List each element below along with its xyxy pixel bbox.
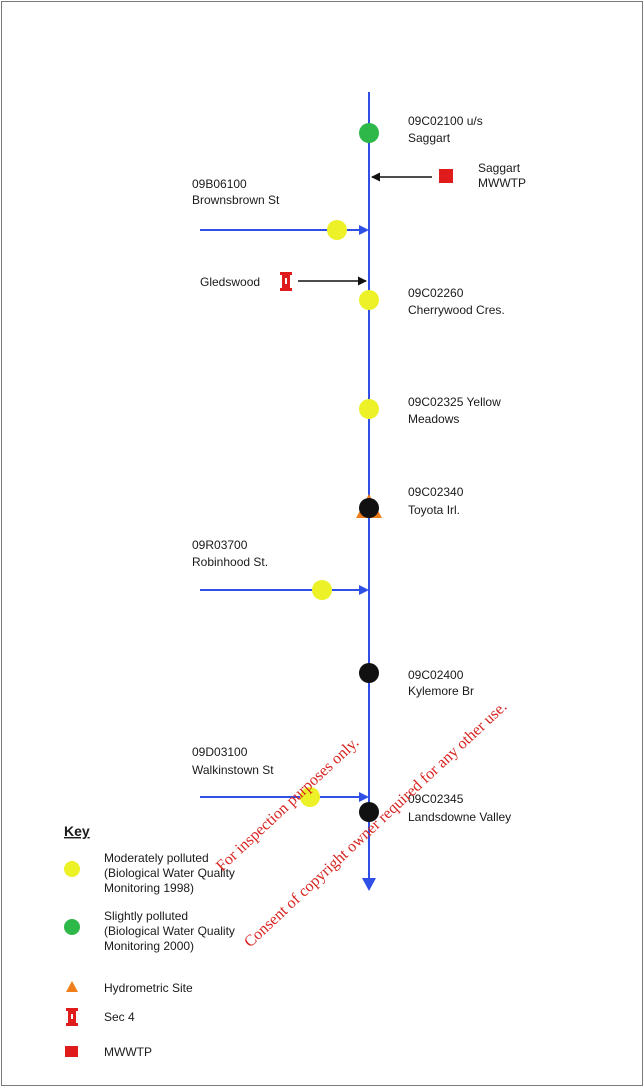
- tributary-name-brownsbrown: Brownsbrown St: [192, 193, 280, 207]
- tributary-marker-brownsbrown: [327, 220, 347, 240]
- key-yellow-circle-icon: [64, 861, 80, 877]
- discharge-label-saggart-line1: Saggart: [478, 161, 521, 175]
- station-marker-kylemore: [359, 663, 379, 683]
- key-sec4-icon: [66, 1008, 78, 1026]
- station-code-toyota: 09C02340: [408, 485, 464, 499]
- key-title: Key: [64, 823, 90, 839]
- key-label-mwwtp: MWWTP: [104, 1045, 152, 1059]
- station-marker-saggart: [359, 123, 379, 143]
- key-label-moderate-line3: Monitoring 1998): [104, 881, 194, 895]
- discharge-label-saggart-line2: MWWTP: [478, 176, 526, 190]
- station-code-cherrywood: 09C02260: [408, 286, 464, 300]
- station-code-kylemore: 09C02400: [408, 668, 464, 682]
- station-name-cherrywood: Cherrywood Cres.: [408, 303, 505, 317]
- river-flow-arrow-icon: [362, 878, 376, 891]
- station-code-yellow-meadows: 09C02325 Yellow: [408, 395, 501, 409]
- tributary-code-walkinstown: 09D03100: [192, 745, 248, 759]
- tributary-code-brownsbrown: 09B06100: [192, 177, 247, 191]
- key-red-square-icon: [65, 1046, 78, 1057]
- key-label-slightly-line3: Monitoring 2000): [104, 939, 194, 953]
- key-label-moderate-line1: Moderately polluted: [104, 851, 209, 865]
- station-name-toyota: Toyota Irl.: [408, 503, 460, 517]
- station-name-saggart: Saggart: [408, 131, 451, 145]
- station-name-landsdowne: Landsdowne Valley: [408, 810, 511, 824]
- key-label-slightly-line2: (Biological Water Quality: [104, 924, 235, 938]
- station-marker-landsdowne: [359, 802, 379, 822]
- station-name-yellow-meadows: Meadows: [408, 412, 459, 426]
- key-label-slightly-line1: Slightly polluted: [104, 909, 188, 923]
- tributary-name-walkinstown: Walkinstown St: [192, 763, 274, 777]
- sec4-icon: [280, 272, 292, 291]
- station-marker-toyota: [359, 498, 379, 518]
- key-label-moderate-line2: (Biological Water Quality: [104, 866, 235, 880]
- tributary-marker-robinhood: [312, 580, 332, 600]
- watermark-line2: Consent of copyright owner required for …: [241, 698, 510, 951]
- discharge-label-gledswood: Gledswood: [200, 275, 260, 289]
- station-code-landsdowne: 09C02345: [408, 792, 464, 806]
- station-name-kylemore: Kylemore Br: [408, 684, 474, 698]
- key-label-hydrometric: Hydrometric Site: [104, 981, 193, 995]
- station-marker-cherrywood: [359, 290, 379, 310]
- tributary-code-robinhood: 09R03700: [192, 538, 248, 552]
- key-green-circle-icon: [64, 919, 80, 935]
- station-code-saggart: 09C02100 u/s: [408, 114, 483, 128]
- tributary-marker-walkinstown: [300, 787, 320, 807]
- key-orange-triangle-icon: [66, 981, 78, 992]
- key-label-sec4: Sec 4: [104, 1010, 135, 1024]
- station-marker-yellow-meadows: [359, 399, 379, 419]
- mwwtp-square-icon: [439, 169, 453, 183]
- tributary-name-robinhood: Robinhood St.: [192, 555, 268, 569]
